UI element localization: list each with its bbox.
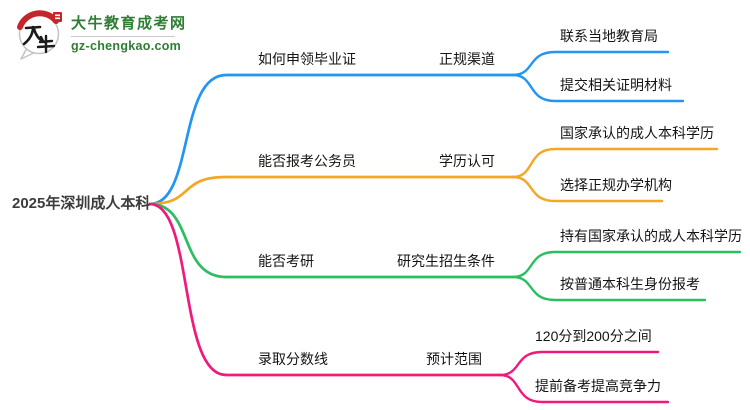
root-node: 2025年深圳成人本科 (12, 195, 151, 212)
branch-1-leaf-0-line (511, 147, 719, 179)
branch-2-leaf-1-line (511, 275, 707, 302)
branch-0-leaf-0-line (511, 50, 670, 77)
branch-0-line (148, 73, 515, 206)
branch-2-subtopic: 研究生招生条件 (397, 253, 495, 269)
branch-0-leaf-1-line (511, 73, 685, 103)
branch-0-topic: 如何申领毕业证 (258, 51, 356, 67)
branch-2-child-0: 持有国家承认的成人本科学历 (560, 228, 742, 244)
branch-1-subtopic: 学历认可 (439, 153, 495, 169)
branch-3-child-1: 提前备考提高竞争力 (535, 378, 661, 394)
branch-1-child-0: 国家承认的成人本科学历 (560, 125, 714, 141)
branch-2-topic: 能否考研 (258, 253, 314, 269)
branch-2-line (148, 202, 515, 279)
branch-1-leaf-1-line (511, 175, 664, 203)
branch-0-subtopic: 正规渠道 (439, 51, 495, 67)
logo-text-block: 大牛教育成考网 gz-chengkao.com (71, 14, 187, 53)
logo-title: 大牛教育成考网 (71, 15, 187, 32)
site-logo[interactable]: 大牛教育成考网 gz-chengkao.com (14, 6, 187, 62)
logo-url: gz-chengkao.com (71, 39, 182, 53)
branch-3-line (148, 202, 502, 377)
branch-2-child-1: 按普通本科生身份报考 (560, 276, 700, 292)
branch-3-leaf-1-line (498, 373, 670, 404)
branch-3-child-0: 120分到200分之间 (535, 328, 652, 344)
logo-divider (71, 36, 175, 37)
branch-0-child-0: 联系当地教育局 (560, 28, 658, 44)
branch-3-subtopic: 预计范围 (426, 351, 482, 367)
branch-3-leaf-0-line (498, 350, 660, 377)
branch-1-child-1: 选择正规办学机构 (560, 177, 672, 193)
branch-2-leaf-0-line (511, 250, 742, 279)
branch-1-line (148, 175, 515, 206)
logo-bull-icon (17, 10, 62, 60)
branch-1-topic: 能否报考公务员 (258, 153, 356, 169)
branch-0-child-1: 提交相关证明材料 (560, 77, 672, 93)
branch-3-topic: 录取分数线 (258, 351, 328, 367)
